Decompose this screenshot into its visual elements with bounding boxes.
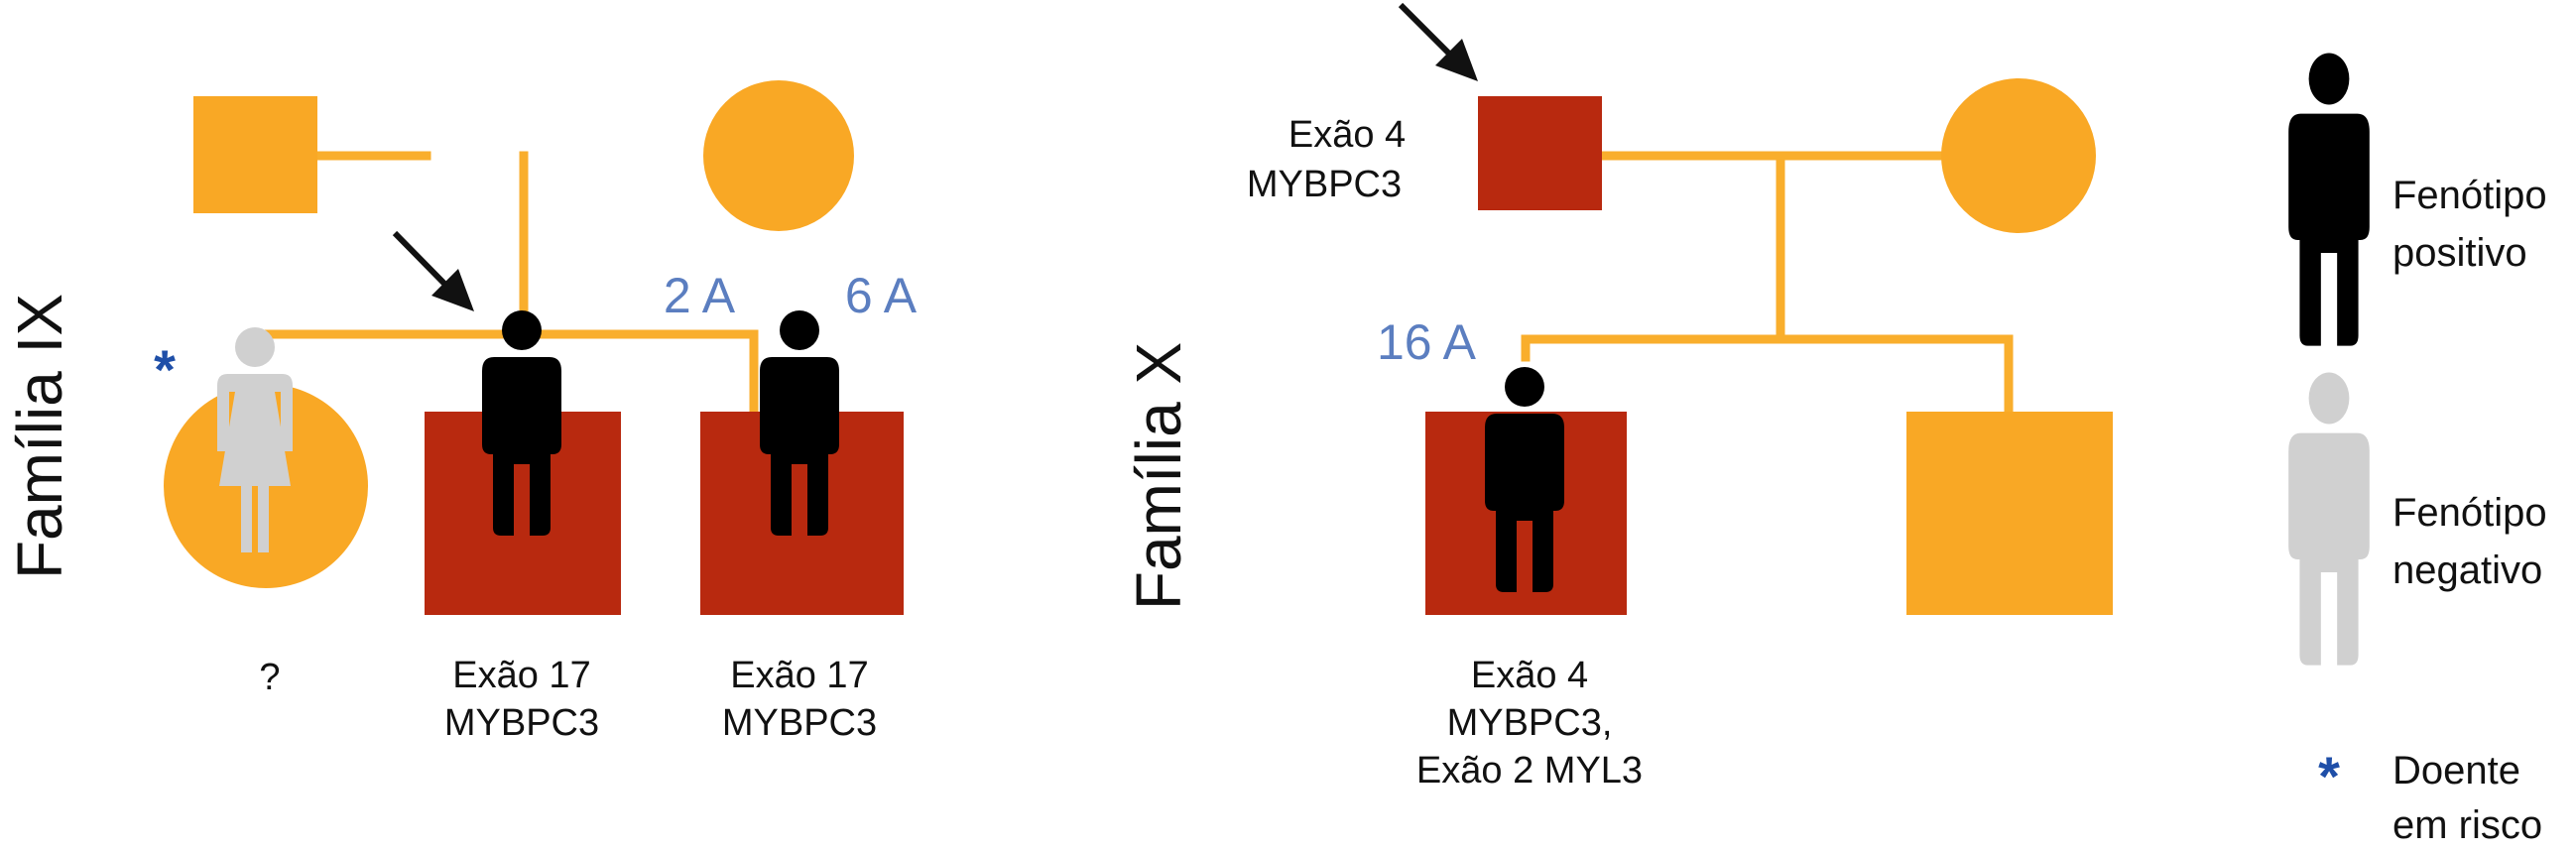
family-x-child1-age: 16 A <box>1377 314 1477 370</box>
family-x-pedigree: Família X Exão 4 MYBPC3 16 A Exão 4 MYBP… <box>1123 2 2113 792</box>
family-ix-child3-gene-line1: Exão 17 <box>730 655 868 696</box>
family-ix-mother-circle <box>703 80 854 231</box>
legend-at-risk-line2: em risco <box>2392 803 2542 847</box>
legend-at-risk-icon: * <box>2318 745 2340 807</box>
family-ix-child2-gene-line2: MYBPC3 <box>444 702 599 744</box>
family-ix-proband-arrow-icon <box>392 230 474 311</box>
family-ix-father-square <box>193 96 317 213</box>
family-x-father-gene-line2: MYBPC3 <box>1247 164 1402 205</box>
family-ix-child3-gene-line2: MYBPC3 <box>722 702 877 744</box>
family-x-lines <box>1521 151 2014 417</box>
family-x-child1-gene-line1: Exão 4 <box>1471 655 1588 696</box>
family-ix-child2-gene-line1: Exão 17 <box>452 655 590 696</box>
legend-phenotype-positive-line2: positivo <box>2392 231 2527 275</box>
legend-phenotype-negative: Fenótipo negativo <box>2288 372 2547 666</box>
family-ix-child1-gene-label: ? <box>259 657 280 698</box>
family-x-proband-arrow-icon <box>1398 2 1478 81</box>
family-x-father-square <box>1478 96 1602 210</box>
family-x-father-gene-line1: Exão 4 <box>1288 114 1406 156</box>
family-x-child1-gene-line3: Exão 2 MYL3 <box>1416 750 1643 792</box>
legend-phenotype-negative-line1: Fenótipo <box>2392 491 2547 535</box>
legend-at-risk-line1: Doente <box>2392 749 2520 792</box>
family-ix-title: Família IX <box>4 294 75 579</box>
legend-phenotype-positive: Fenótipo positivo <box>2288 53 2547 346</box>
legend-phenotype-positive-icon <box>2288 53 2370 346</box>
legend-phenotype-negative-icon <box>2288 372 2370 666</box>
family-ix-child2-age: 2 A <box>664 268 736 323</box>
family-ix-child3-age: 6 A <box>845 268 918 323</box>
family-x-child1-gene-line2: MYBPC3, <box>1447 702 1613 744</box>
legend: Fenótipo positivo Fenótipo negativo * Do… <box>2288 53 2547 847</box>
family-x-title: Família X <box>1123 342 1194 610</box>
legend-phenotype-negative-line2: negativo <box>2392 548 2542 592</box>
family-ix-pedigree: Família IX * 2 A 6 A ? Exão 17 <box>4 80 918 744</box>
legend-phenotype-positive-line1: Fenótipo <box>2392 174 2547 217</box>
legend-at-risk: * Doente em risco <box>2318 745 2542 847</box>
family-x-child2-square <box>1906 412 2113 615</box>
family-ix-child1-at-risk-icon: * <box>154 338 176 401</box>
family-x-mother-circle <box>1941 78 2096 233</box>
